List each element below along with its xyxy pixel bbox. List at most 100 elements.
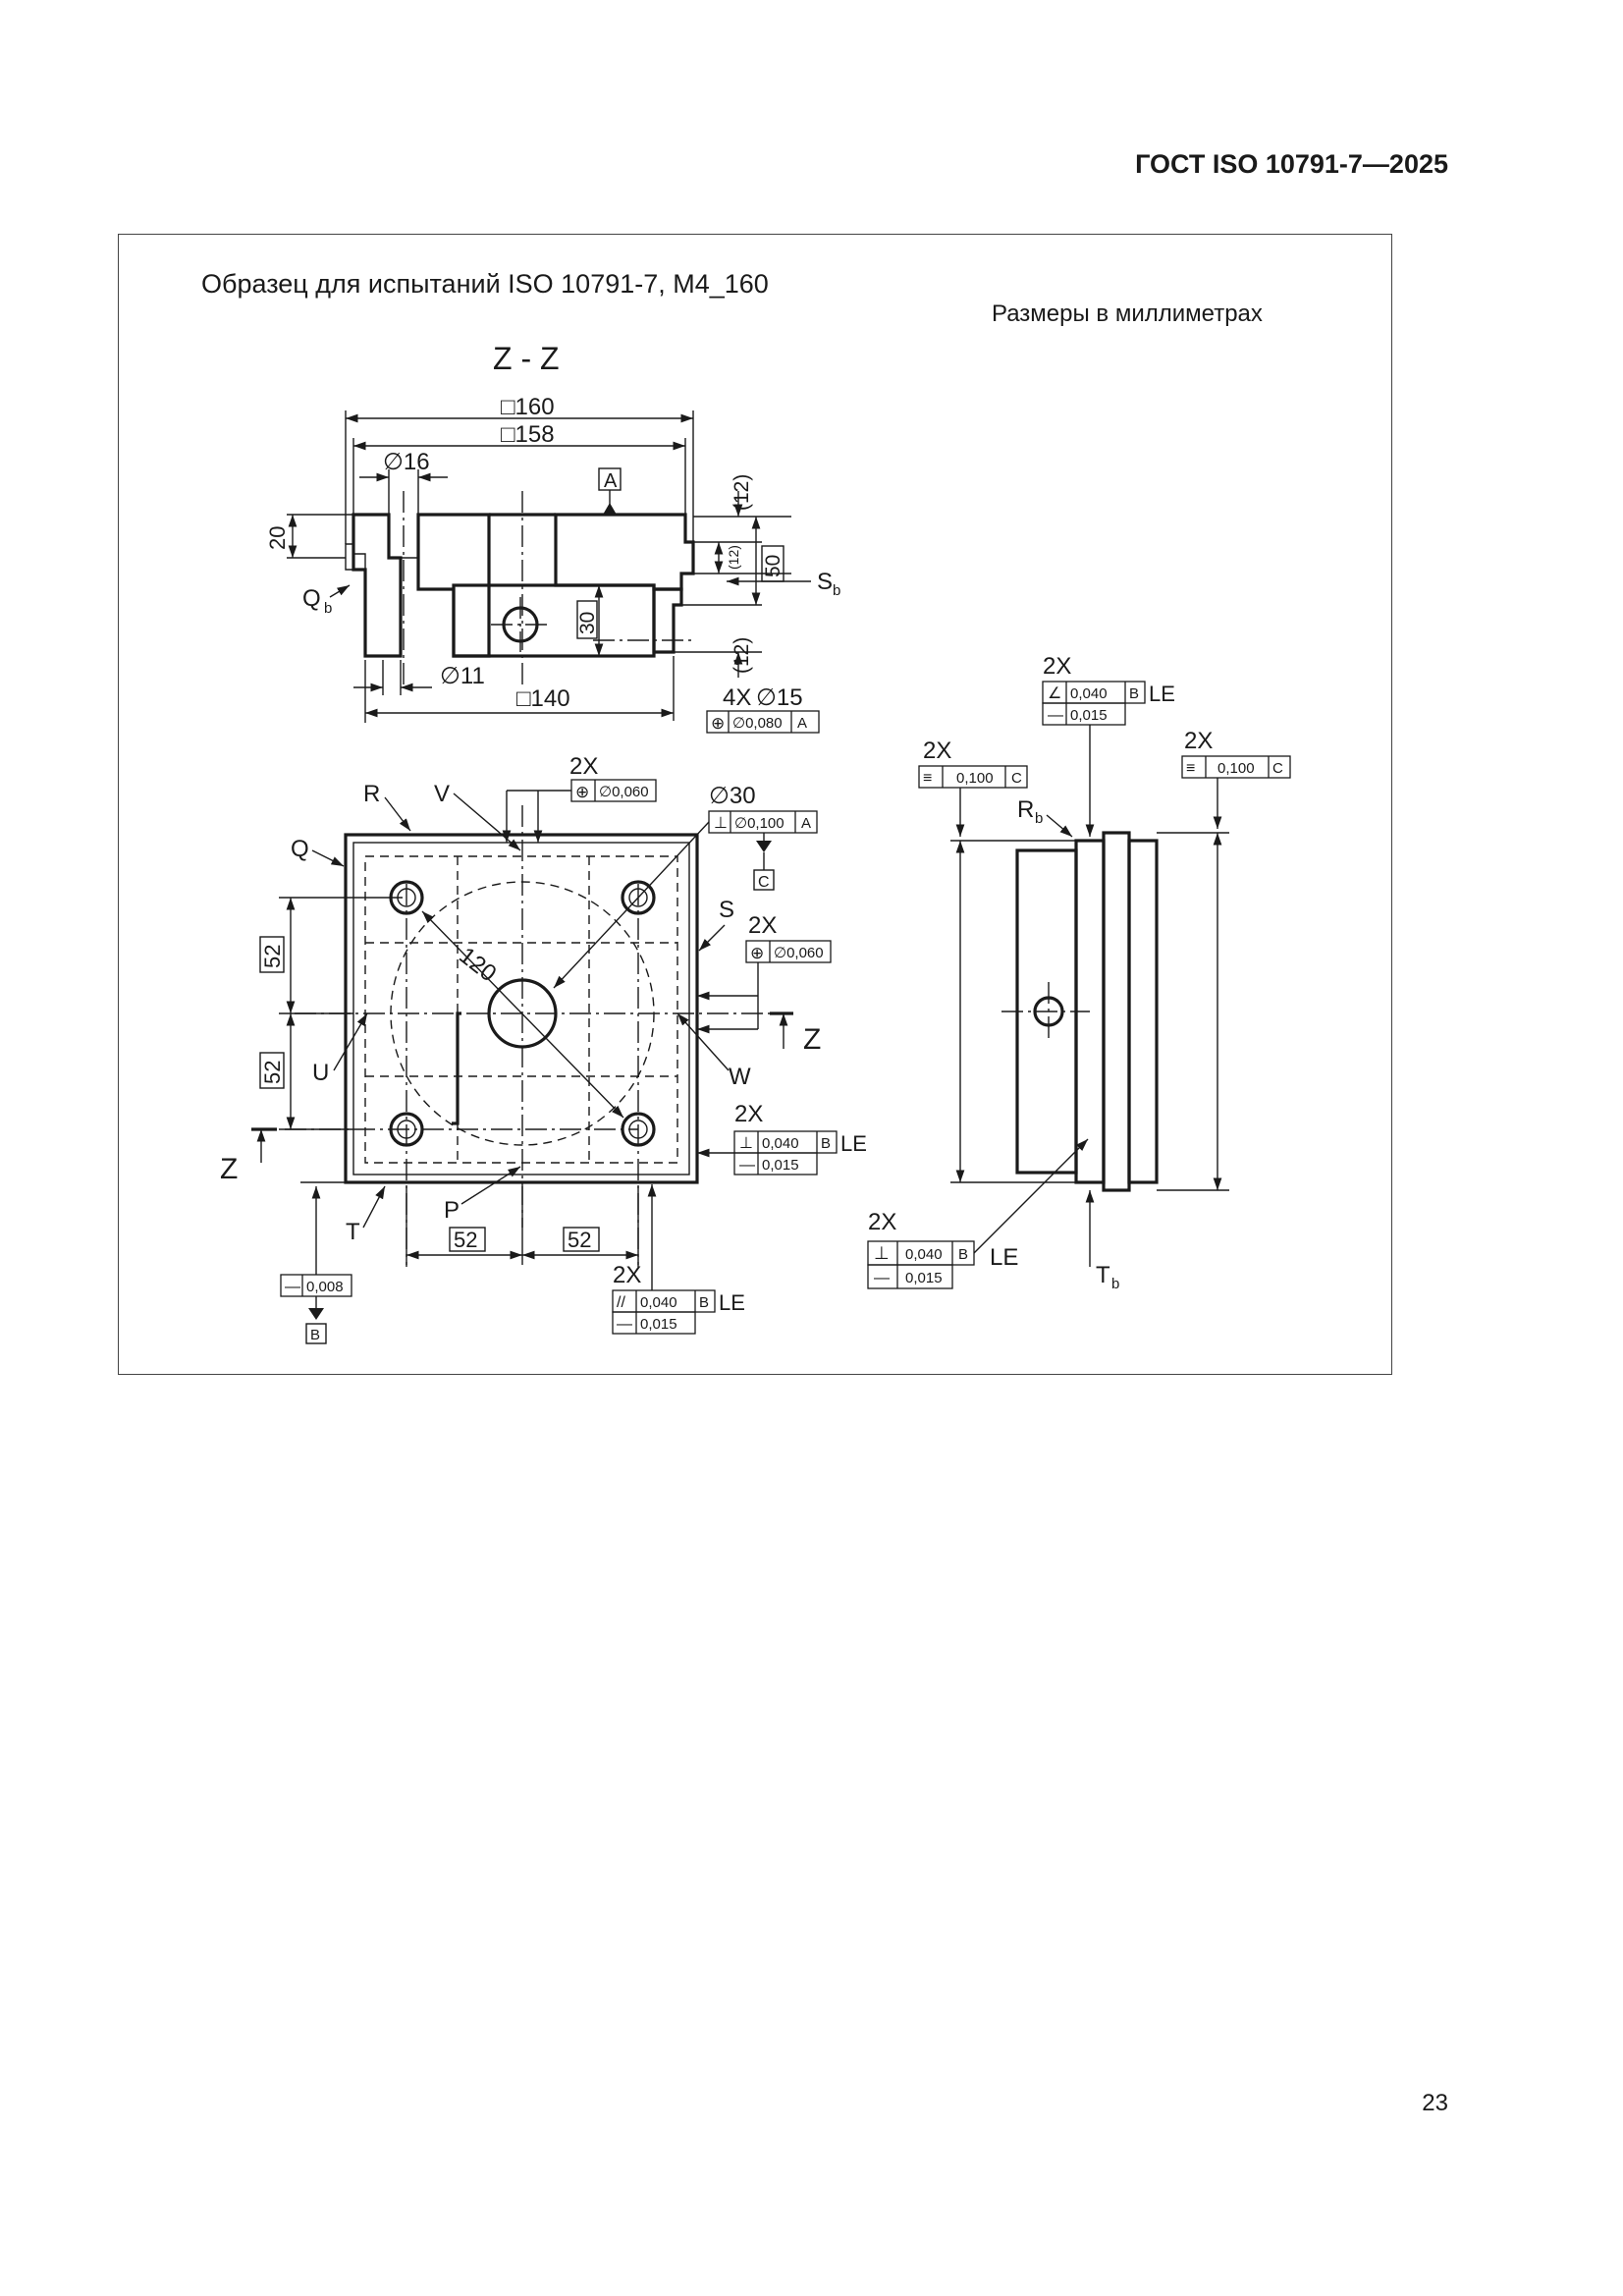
label-r-leader [384, 796, 411, 832]
hatched-left-wall [352, 513, 403, 658]
right-perp-tol1: 0,040 [762, 1135, 799, 1152]
side-plate-b [1102, 831, 1131, 1192]
left-sym-mult: 2X [923, 738, 951, 764]
left-sym-tol: 0,100 [956, 770, 994, 787]
label-u-leader [333, 1012, 368, 1071]
label-q-plan-leader [311, 849, 345, 867]
dim-52-h2-box [563, 1227, 600, 1252]
dim-120: 120 [454, 942, 501, 987]
dim-52-h1: 52 [454, 1228, 477, 1252]
bottom-par-tol1: 0,040 [640, 1294, 677, 1311]
label-q-plan: Q [291, 836, 309, 862]
label-w: W [729, 1064, 751, 1090]
side-plate-c [1127, 839, 1159, 1184]
label-v-leader [453, 793, 521, 851]
hidden-pocket [364, 855, 678, 1164]
bolt-holes [389, 880, 656, 1147]
right-sym-mult: 2X [1184, 728, 1213, 754]
bolt-hole [628, 888, 648, 907]
right-sym-fcf [1181, 755, 1291, 779]
top-angle-fcf [1042, 681, 1146, 726]
units-note: Размеры в миллиметрах [992, 301, 1263, 327]
bottom-perp-datum: B [958, 1246, 968, 1263]
label-z-left: Z [220, 1153, 238, 1185]
perpendicularity-icon: ⊥ [874, 1243, 890, 1263]
section-step-mark [452, 1011, 461, 1125]
datum-b-triangle [308, 1308, 324, 1320]
label-sb-sub: b [833, 582, 840, 599]
right-sym-tol: 0,100 [1217, 760, 1255, 777]
center-bore-tol: ∅0,100 [734, 815, 784, 832]
dim-50: 50 [762, 555, 784, 577]
dim-52-v2: 52 [260, 1061, 285, 1084]
radius-line [421, 910, 624, 1119]
top-angle-datum: B [1129, 685, 1139, 702]
label-p: P [444, 1197, 460, 1224]
label-r: R [363, 781, 380, 807]
section-title: Z - Z [493, 341, 560, 376]
standard-header: ГОСТ ISO 10791-7—2025 [1135, 149, 1448, 179]
label-q-sub: b [324, 600, 332, 617]
hatched-right-body [554, 513, 695, 591]
bottom-par-tol2: 0,015 [640, 1316, 677, 1333]
hole-note-datum: A [797, 715, 807, 732]
dim-52-h2: 52 [568, 1228, 591, 1252]
right-perp-mult: 2X [734, 1101, 763, 1127]
bolt-hole [621, 880, 656, 915]
bottom-perp-tol1: 0,040 [905, 1246, 943, 1263]
label-z-right: Z [803, 1023, 821, 1056]
label-u: U [312, 1060, 329, 1086]
dim-20: 20 [265, 526, 290, 550]
boss-outline [452, 583, 656, 658]
label-w-leader [676, 1012, 730, 1071]
bolt-hole [389, 1112, 424, 1147]
straightness-icon: — [874, 1270, 890, 1286]
parallelism-icon: // [617, 1294, 625, 1311]
side-view: 2X ∠ 0,040 B LE — 0,015 2X ≡ 0,100 C 2X [867, 653, 1291, 1292]
label-rb-leader [1046, 814, 1073, 838]
dim-158: □158 [501, 421, 555, 448]
straightness-icon: — [1048, 707, 1063, 724]
hatched-right-step [652, 587, 683, 654]
center-bore-datum: A [801, 815, 811, 832]
straightness-icon: — [617, 1316, 632, 1333]
dim-12-upper: (12) [730, 474, 753, 511]
bottom-perp-leader [973, 1138, 1089, 1254]
dim-52-v1: 52 [260, 945, 285, 968]
bottom-par-mult: 2X [613, 1262, 641, 1288]
right-pos-fcf [745, 940, 832, 963]
top-angle-mult: 2X [1043, 653, 1071, 680]
label-t: T [346, 1219, 360, 1245]
perpendicularity-icon: ⊥ [739, 1135, 753, 1152]
position-icon: ⊕ [575, 783, 589, 801]
perpendicularity-icon: ⊥ [714, 815, 728, 832]
hole-note-count: 4X [723, 684, 751, 711]
datum-c-triangle [756, 841, 772, 852]
label-rb: R [1017, 796, 1034, 823]
plate-inner [352, 842, 690, 1175]
top-angle-tol2: 0,015 [1070, 707, 1108, 724]
bottom-flat-tol: 0,008 [306, 1279, 344, 1295]
flatness-icon: — [285, 1279, 300, 1295]
symmetry-icon: ≡ [923, 770, 932, 787]
bottom-par-le: LE [719, 1290, 745, 1315]
center-bore-leader [553, 821, 710, 989]
datum-c: C [758, 874, 770, 891]
right-perp-tol2: 0,015 [762, 1157, 799, 1174]
right-perp-datum: B [821, 1135, 831, 1152]
symmetry-icon: ≡ [1186, 760, 1195, 777]
position-icon: ⊕ [750, 944, 764, 962]
dim-16: ∅16 [383, 449, 430, 475]
hole-note-fcf [706, 710, 820, 734]
position-icon: ⊕ [711, 714, 725, 733]
section-view: Z - Z □160 □158 ∅16 A [265, 341, 840, 734]
label-sb: S [817, 569, 833, 595]
top-pos-mult: 2X [569, 753, 598, 780]
label-rb-sub: b [1035, 810, 1043, 827]
top-angle-tol1: 0,040 [1070, 685, 1108, 702]
center-bore-dia: ∅30 [709, 783, 756, 809]
figure-caption: Образец для испытаний ISO 10791-7, M4_16… [201, 269, 769, 299]
bolt-hole [397, 1120, 416, 1139]
left-sym-fcf [918, 765, 1028, 789]
dim-30: 30 [576, 612, 599, 634]
